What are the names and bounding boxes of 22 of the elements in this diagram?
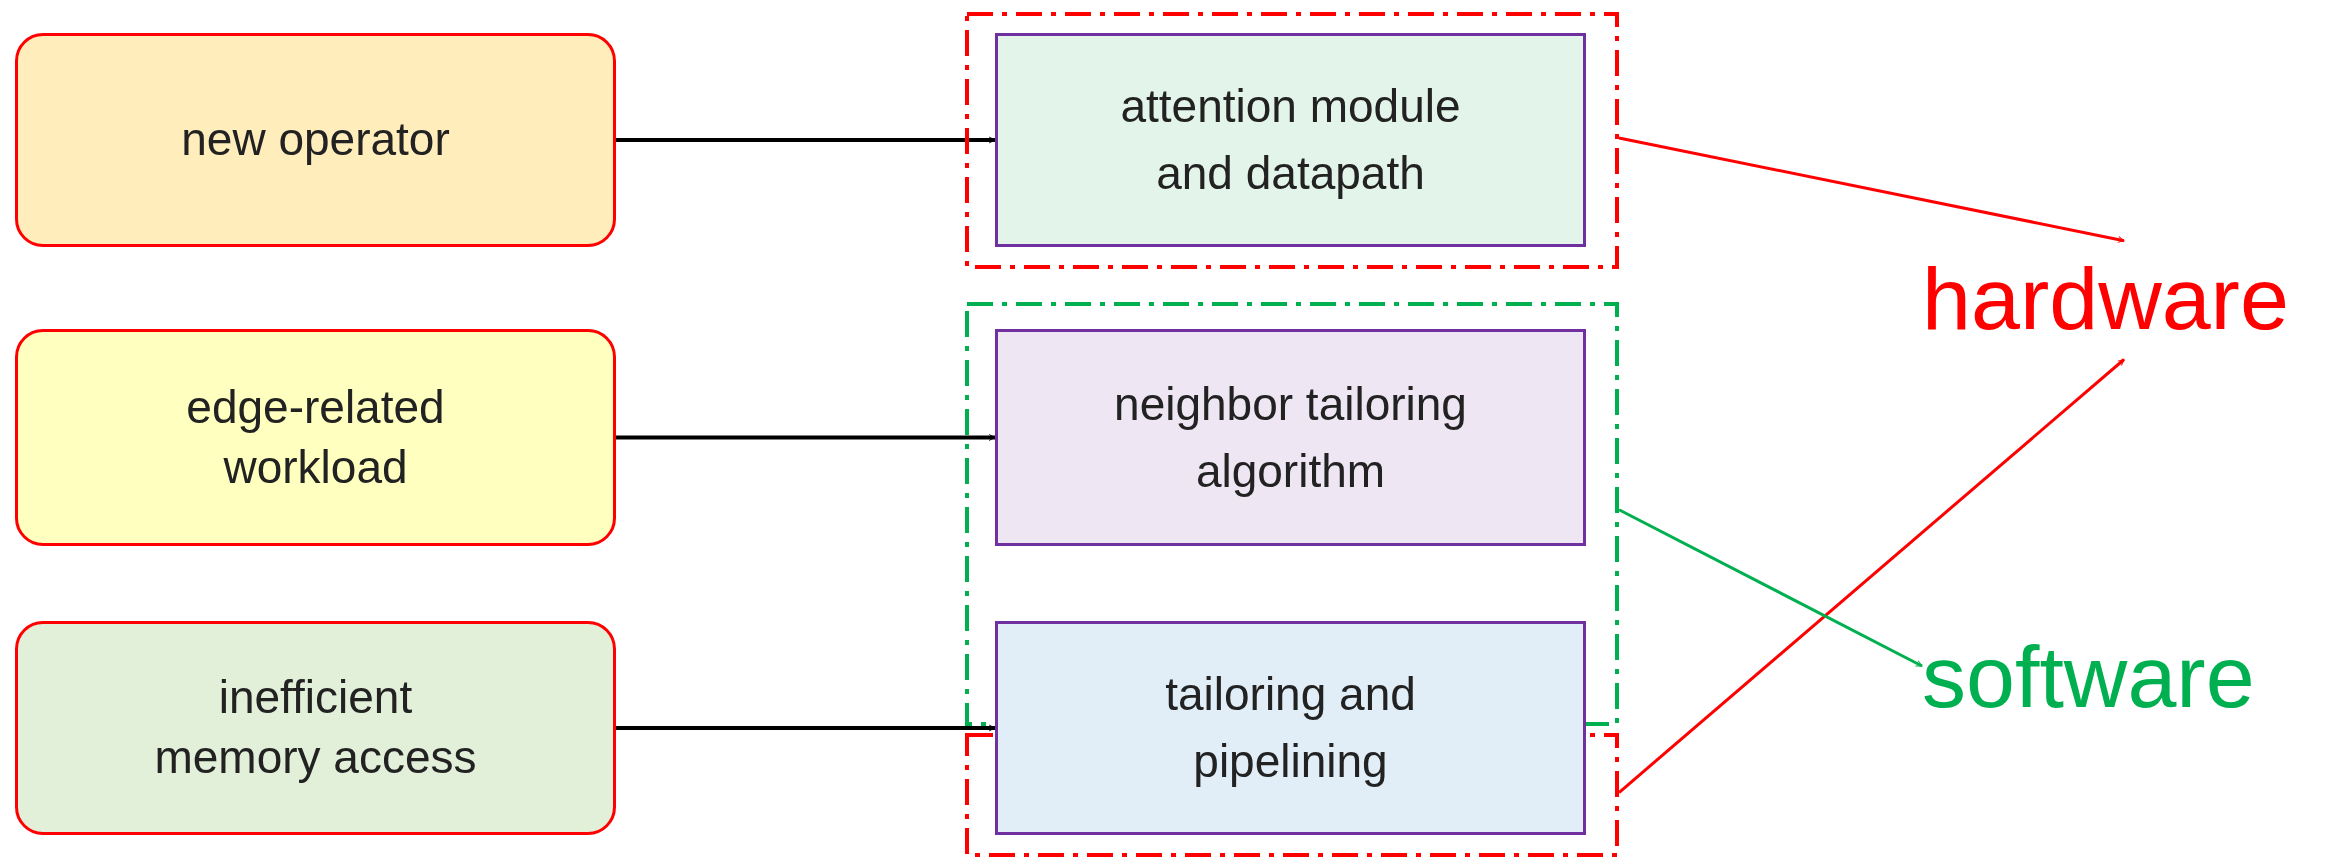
module-box [995, 33, 1586, 247]
problem-box [15, 329, 616, 546]
arrow [1618, 508, 1923, 668]
module-box [995, 329, 1586, 546]
arrow [616, 434, 996, 441]
category-label: software [1922, 626, 2255, 728]
problem-box [15, 621, 616, 835]
category-label: hardware [1922, 248, 2289, 350]
arrow [616, 724, 996, 732]
arrow [616, 136, 996, 144]
module-box [995, 621, 1586, 835]
box-label: attention module and datapath [1119, 79, 1462, 201]
dash-dot-group-frame [965, 302, 1619, 726]
arrow [1618, 358, 2125, 794]
box-label: edge-related workload [185, 379, 446, 495]
problem-box [15, 33, 616, 247]
dash-dot-group-frame [965, 12, 1619, 269]
arrow [1618, 136, 2125, 243]
box-label: tailoring and pipelining [1164, 667, 1417, 789]
box-label: neighbor tailoring algorithm [1113, 376, 1468, 499]
box-label: new operator [181, 112, 450, 168]
box-label: inefficient memory access [153, 670, 478, 785]
